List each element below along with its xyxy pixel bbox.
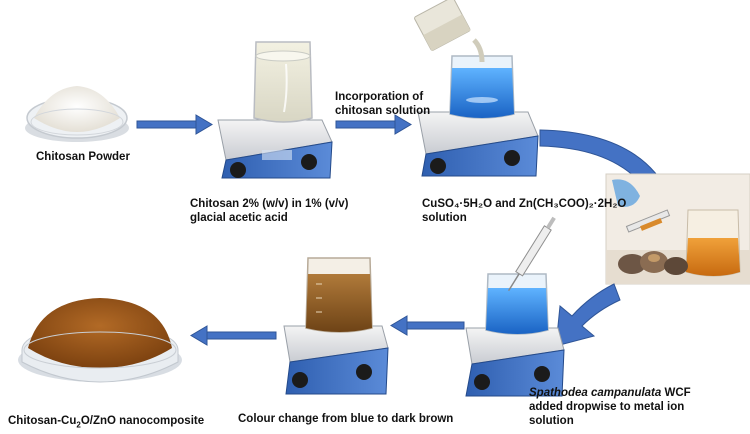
product-subscript-text: 2: [76, 420, 81, 430]
curved-arrow-icon: [555, 283, 621, 347]
nanocomposite-label: Chitosan-Cu2O/ZnO nanocomposite: [8, 414, 204, 432]
chitosan-solution-label: Chitosan 2% (w/v) in 1% (v/v) glacial ac…: [190, 197, 348, 225]
chitosan-powder-label: Chitosan Powder: [36, 151, 130, 163]
wcf-addition-label: Spathodea campanulata WCF added dropwise…: [529, 386, 691, 428]
metal-salts-label-line1: CuSO₄·5H₂O and Zn(CH₃COO)₂·2H₂O: [422, 198, 627, 210]
arrow-right-icon: [335, 114, 412, 135]
product-prefix-text: Chitosan-Cu: [8, 415, 77, 427]
wcf-suffix-text: WCF: [661, 387, 691, 399]
chitosan-solution-label-line2: glacial acetic acid: [190, 212, 288, 224]
arrow-left-icon: [390, 315, 465, 336]
wcf-addition-label-line1: Spathodea campanulata WCF: [529, 386, 691, 400]
magnetic-stirrer-blue-icon: [414, 0, 539, 177]
arrow-right-icon: [136, 114, 213, 135]
colour-change-label: Colour change from blue to dark brown: [238, 413, 454, 425]
metal-salts-label-line2: solution: [422, 212, 467, 224]
wcf-addition-label-line3: solution: [529, 415, 574, 427]
wcf-addition-label-line2: added dropwise to metal ion: [529, 401, 685, 413]
incorporation-label-line2: chitosan solution: [335, 105, 431, 117]
seed-pods-extract-photo-icon: [605, 173, 750, 285]
nanocomposite-dish-icon: [18, 298, 182, 383]
wcf-species-text: Spathodea campanulata: [529, 387, 662, 399]
chitosan-solution-label-line1: Chitosan 2% (w/v) in 1% (v/v): [190, 198, 349, 210]
chitosan-powder-dish-icon: [25, 86, 129, 142]
magnetic-stirrer-clear-icon: [217, 41, 333, 179]
incorporation-label-line1: Incorporation of: [335, 91, 424, 103]
magnetic-stirrer-syringe-icon: [465, 216, 565, 397]
arrow-left-icon: [190, 325, 277, 346]
product-suffix-text: O/ZnO nanocomposite: [80, 415, 205, 427]
incorporation-label: Incorporation of chitosan solution: [335, 90, 430, 118]
metal-salts-label: CuSO₄·5H₂O and Zn(CH₃COO)₂·2H₂O solution: [422, 197, 626, 225]
magnetic-stirrer-brown-icon: [283, 257, 389, 395]
